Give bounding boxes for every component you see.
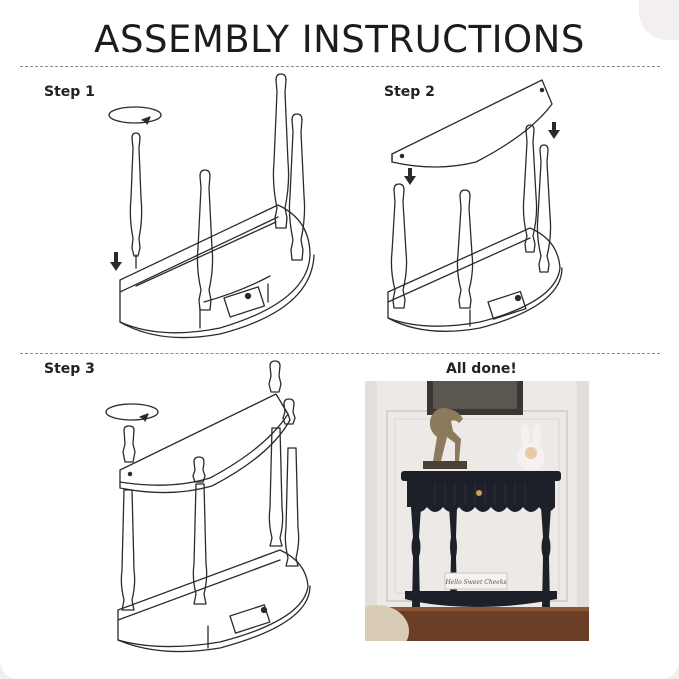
section-divider	[20, 353, 660, 354]
room-scene: Hello Sweet Cheeks	[365, 381, 589, 641]
base-frame	[118, 550, 310, 652]
rotate-arrow-icon	[109, 107, 161, 124]
title-divider	[20, 66, 660, 67]
finials	[193, 361, 295, 482]
step-2-illustration	[380, 70, 580, 345]
rotate-arrow-icon	[106, 404, 158, 421]
step-1-label: Step 1	[44, 84, 95, 100]
base-frame	[388, 228, 562, 331]
fixed-legs	[197, 74, 304, 310]
finial-part	[123, 426, 135, 462]
down-arrow-icon	[404, 122, 560, 185]
drawer-knob-icon	[476, 490, 482, 496]
down-arrow-icon	[110, 252, 122, 271]
table-top	[392, 80, 552, 167]
loose-leg	[130, 133, 141, 268]
legs	[121, 428, 298, 610]
shelf-sign-text: Hello Sweet Cheeks	[444, 579, 506, 586]
step-3-label: Step 3	[44, 361, 95, 377]
page-title: ASSEMBLY INSTRUCTIONS	[0, 18, 679, 61]
all-done-label: All done!	[446, 361, 517, 377]
legs	[391, 125, 550, 308]
step-3-illustration	[100, 358, 330, 658]
base-frame	[120, 205, 314, 338]
finished-table-photo: Hello Sweet Cheeks	[365, 381, 589, 641]
step-1-illustration	[100, 70, 330, 345]
